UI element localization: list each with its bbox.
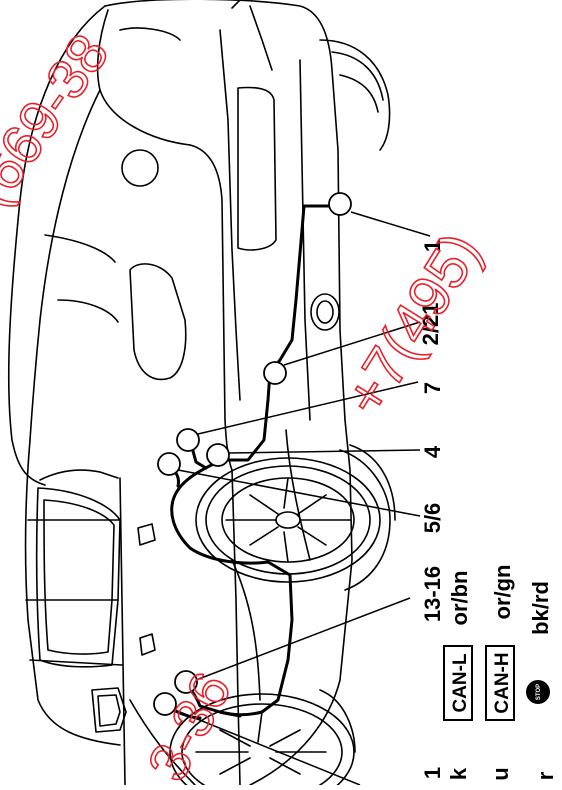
side-mirror (91, 687, 127, 733)
watermark-bottom: 3-36 (135, 662, 243, 785)
fuel-cap (121, 149, 159, 187)
stop-icon-text: STOP (536, 684, 542, 700)
connector-2-21 (263, 361, 287, 385)
connector-4 (206, 443, 230, 467)
callout-13-16: 13-16 (420, 566, 445, 622)
rear-reflector (310, 293, 340, 331)
connector-7 (176, 428, 200, 452)
callout-2-21: 2/21 (418, 303, 443, 346)
can-h-wire-color: or/gn (490, 565, 515, 620)
callout-bottom-1: 1 (420, 767, 445, 779)
partial-letter-u: u (488, 767, 513, 780)
connectors (153, 192, 352, 716)
connector-5-6 (157, 452, 181, 476)
watermark-top: (669-38 (0, 23, 121, 217)
callout-labels: 1 2/21 7 4 5/6 13-16 1 (418, 240, 445, 779)
can-l-badge (443, 645, 473, 721)
stop-wire-color: bk/rd (528, 581, 553, 635)
callout-1: 1 (420, 240, 445, 252)
connector-13-16-b (153, 692, 177, 716)
can-l-badge-label: CAN-L (450, 653, 471, 712)
callout-5-6: 5/6 (420, 503, 445, 534)
door-handle-front (139, 633, 156, 656)
legend: CAN-L or/bn CAN-H or/gn STOP bk/rd k u r (443, 565, 558, 781)
can-l-wire-color: or/bn (447, 571, 472, 626)
callout-4: 4 (420, 445, 445, 458)
door-handle-rear (137, 523, 156, 546)
stop-icon (526, 680, 550, 704)
can-h-badge (485, 645, 515, 721)
partial-letter-r: r (533, 771, 558, 780)
can-h-badge-label: CAN-H (492, 652, 513, 713)
watermarks: (669-38 +7(495) 3-36 (0, 22, 495, 790)
callout-7: 7 (420, 382, 445, 394)
connector-1 (328, 192, 352, 216)
leader-lines (174, 211, 431, 786)
partial-letter-k: k (446, 767, 471, 780)
vehicle-illustration (7, 0, 396, 790)
connector-13-16-a (174, 670, 198, 694)
watermark-middle-right: +7(495) (332, 222, 494, 427)
